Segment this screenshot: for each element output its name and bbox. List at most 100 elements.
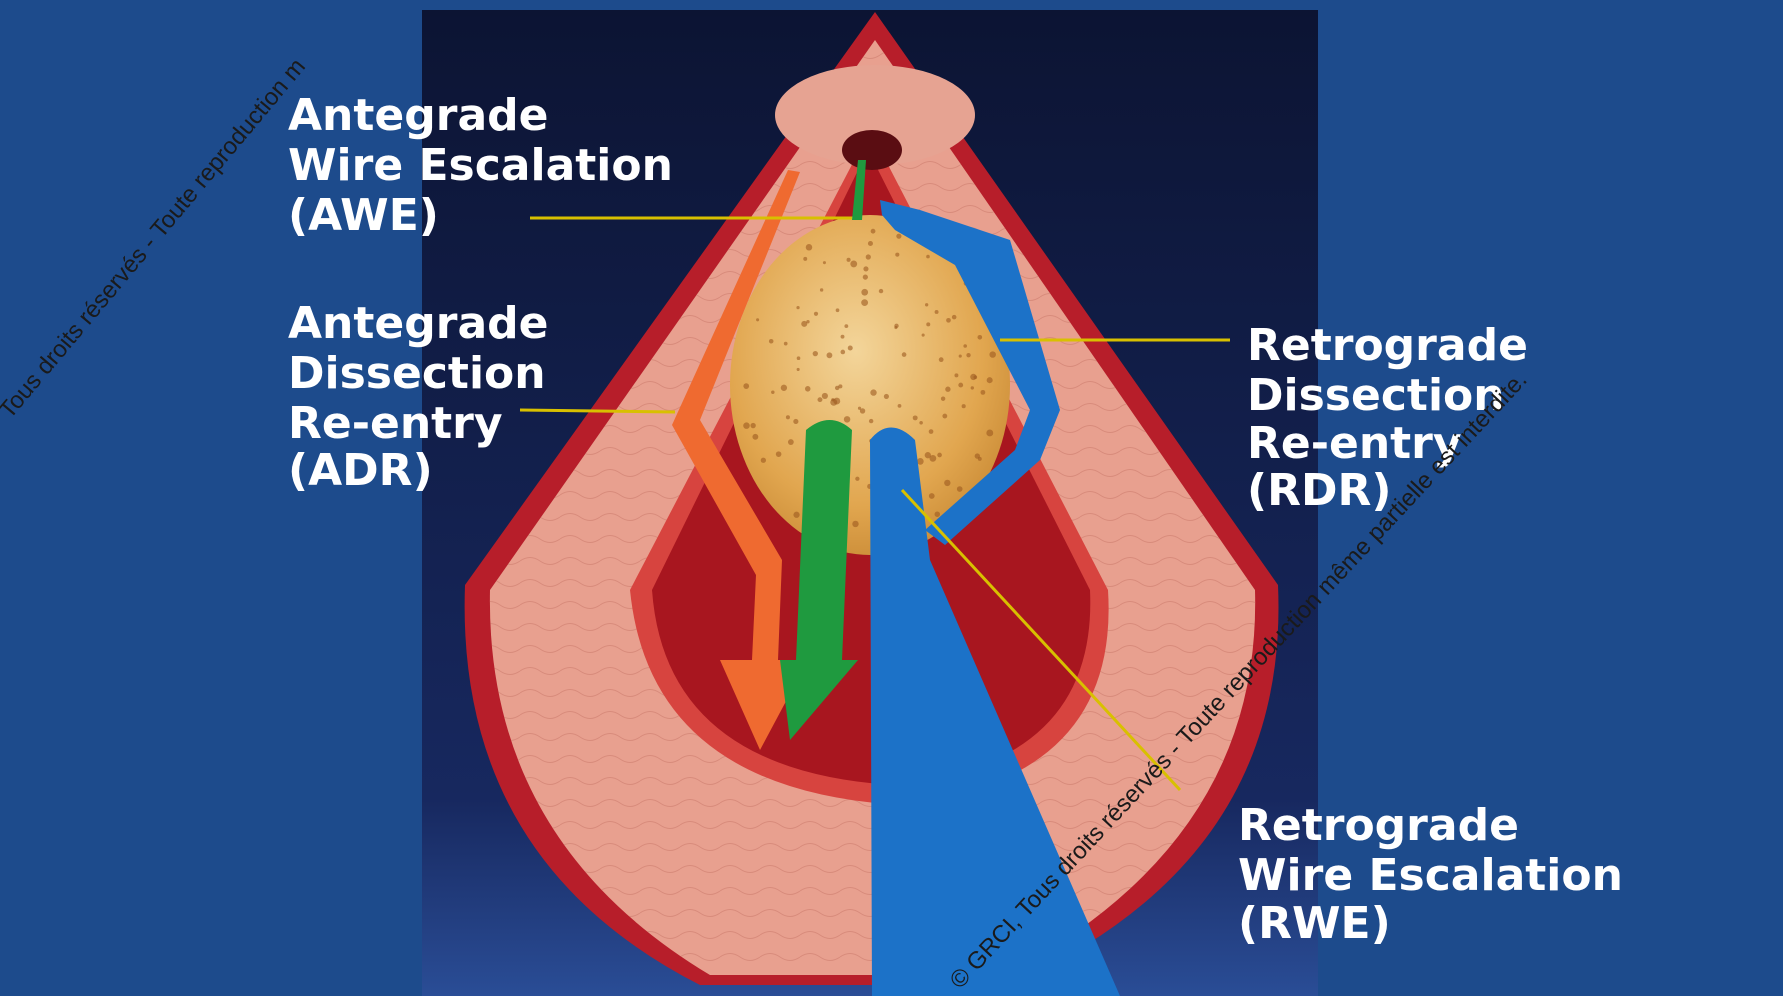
plaque-speckle <box>868 241 873 246</box>
plaque-speckle <box>870 389 876 395</box>
plaque-speckle <box>962 404 966 408</box>
plaque-speckle <box>925 303 928 306</box>
plaque-speckle <box>935 310 939 314</box>
plaque-speckle <box>793 512 799 518</box>
plaque-speckle <box>761 458 766 463</box>
plaque-speckle <box>966 353 970 357</box>
plaque-speckle <box>987 377 993 383</box>
plaque-speckle <box>894 324 898 328</box>
plaque-speckle <box>986 430 993 437</box>
plaque-speckle <box>841 350 846 355</box>
plaque-speckle <box>743 383 749 389</box>
plaque-speckle <box>781 385 787 391</box>
plaque-speckle <box>797 356 801 360</box>
plaque-speckle <box>814 312 818 316</box>
awe-label-line-2: Wire Escalation <box>288 140 673 191</box>
plaque-speckle <box>776 451 782 457</box>
plaque-speckle <box>942 414 947 419</box>
plaque-speckle <box>866 254 871 259</box>
plaque-speckle <box>946 318 951 323</box>
vessel-top-lumen <box>842 130 902 170</box>
plaque-speckle <box>884 394 889 399</box>
plaque-speckle <box>827 352 833 358</box>
plaque-speckle <box>977 335 982 340</box>
plaque-speckle <box>869 419 873 423</box>
adr-leader-line <box>520 410 675 412</box>
plaque-speckle <box>797 368 800 371</box>
plaque-speckle <box>863 274 868 279</box>
rwe-label-line-2: Wire Escalation <box>1238 850 1623 901</box>
rwe-label-line-3: (RWE) <box>1238 898 1391 949</box>
plaque-speckle <box>926 322 930 326</box>
plaque-speckle <box>844 324 848 328</box>
plaque-speckle <box>848 346 853 351</box>
plaque-speckle <box>769 339 774 344</box>
plaque-speckle <box>771 390 774 393</box>
adr-label-line-4: (ADR) <box>288 445 433 496</box>
plaque-speckle <box>743 422 750 429</box>
plaque-speckle <box>752 434 758 440</box>
plaque-speckle <box>863 266 868 271</box>
plaque-speckle <box>954 373 958 377</box>
plaque-speckle <box>813 351 818 356</box>
plaque-speckle <box>835 386 839 390</box>
plaque-speckle <box>803 257 807 261</box>
plaque-speckle <box>756 318 759 321</box>
plaque-speckle <box>978 457 982 461</box>
rwe-label-line-1: Retrograde <box>1238 800 1519 851</box>
plaque-speckle <box>861 289 868 296</box>
plaque-speckle <box>937 453 942 458</box>
rdr-label-line-4: (RDR) <box>1247 465 1392 516</box>
plaque-speckle <box>879 289 883 293</box>
plaque-speckle <box>925 452 931 458</box>
plaque-speckle <box>852 521 858 527</box>
plaque-speckle <box>806 244 812 250</box>
plaque-speckle <box>806 320 809 323</box>
awe-label-line-3: (AWE) <box>288 190 439 241</box>
plaque-speckle <box>922 334 925 337</box>
plaque-speckle <box>895 253 899 257</box>
plaque-speckle <box>971 386 974 389</box>
adr-label-line-3: Re-entry <box>288 398 503 449</box>
plaque-speckle <box>793 419 798 424</box>
adr-label-line-1: Antegrade <box>288 298 548 349</box>
plaque-speckle <box>896 234 901 239</box>
plaque-speckle <box>941 397 945 401</box>
plaque-speckle <box>805 386 811 392</box>
plaque-speckle <box>871 229 876 234</box>
plaque-speckle <box>917 458 924 465</box>
plaque-speckle <box>841 335 845 339</box>
rdr-label-line-1: Retrograde <box>1247 320 1528 371</box>
plaque-speckle <box>836 308 840 312</box>
plaque-speckle <box>957 486 963 492</box>
plaque-speckle <box>822 393 828 399</box>
plaque-speckle <box>898 404 902 408</box>
plaque-speckle <box>823 261 826 264</box>
plaque-speckle <box>902 352 907 357</box>
plaque-speckle <box>844 416 851 423</box>
plaque-speckle <box>959 355 962 358</box>
plaque-speckle <box>796 306 799 309</box>
plaque-speckle <box>974 375 978 379</box>
plaque-speckle <box>980 390 985 395</box>
plaque-speckle <box>919 421 923 425</box>
plaque-speckle <box>989 351 995 357</box>
plaque-speckle <box>847 258 851 262</box>
plaque-speckle <box>858 407 861 410</box>
plaque-speckle <box>952 315 957 320</box>
plaque-speckle <box>939 357 944 362</box>
plaque-speckle <box>935 511 940 516</box>
plaque-speckle <box>945 387 950 392</box>
plaque-speckle <box>817 397 822 402</box>
plaque-speckle <box>913 415 918 420</box>
plaque-speckle <box>958 383 963 388</box>
plaque-speckle <box>963 344 967 348</box>
plaque-speckle <box>926 255 930 259</box>
plaque-speckle <box>861 299 868 306</box>
rdr-label-line-2: Dissection <box>1247 370 1505 421</box>
plaque-speckle <box>929 493 935 499</box>
plaque-speckle <box>788 439 794 445</box>
plaque-speckle <box>750 423 755 428</box>
plaque-speckle <box>855 477 859 481</box>
